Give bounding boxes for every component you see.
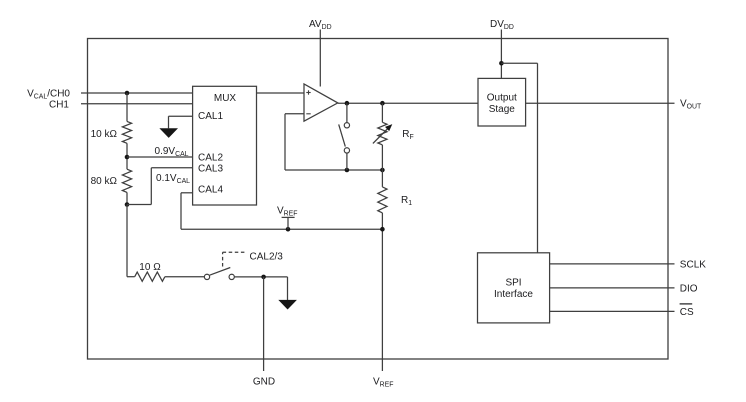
svg-text:MUX: MUX [214,93,237,104]
svg-text:Stage: Stage [489,104,516,115]
svg-text:CH1: CH1 [49,99,69,110]
svg-text:10 kΩ: 10 kΩ [91,129,118,140]
svg-text:CAL3: CAL3 [198,163,223,174]
svg-text:CAL4: CAL4 [198,184,223,195]
svg-text:CAL1: CAL1 [198,111,223,122]
svg-text:Output: Output [487,92,517,103]
svg-text:Interface: Interface [494,289,533,300]
svg-text:RF: RF [402,129,413,141]
svg-text:10 Ω: 10 Ω [139,262,161,273]
svg-text:CAL2/3: CAL2/3 [250,252,284,263]
svg-text:SCLK: SCLK [680,259,706,270]
svg-text:AVDD: AVDD [309,19,332,31]
svg-text:VOUT: VOUT [680,99,702,111]
svg-text:0.9VCAL: 0.9VCAL [155,146,189,158]
svg-text:VCAL/CH0: VCAL/CH0 [27,89,70,101]
svg-text:80 kΩ: 80 kΩ [91,176,118,187]
svg-text:DIO: DIO [680,283,698,294]
svg-text:R1: R1 [401,195,412,207]
svg-text:CAL2: CAL2 [198,152,223,163]
svg-text:CS: CS [680,307,694,318]
svg-text:VREF: VREF [373,377,393,389]
svg-text:VREF: VREF [277,206,297,218]
svg-text:GND: GND [253,377,275,388]
svg-text:SPI: SPI [505,277,521,288]
svg-text:DVDD: DVDD [490,19,514,31]
svg-text:0.1VCAL: 0.1VCAL [156,173,190,185]
